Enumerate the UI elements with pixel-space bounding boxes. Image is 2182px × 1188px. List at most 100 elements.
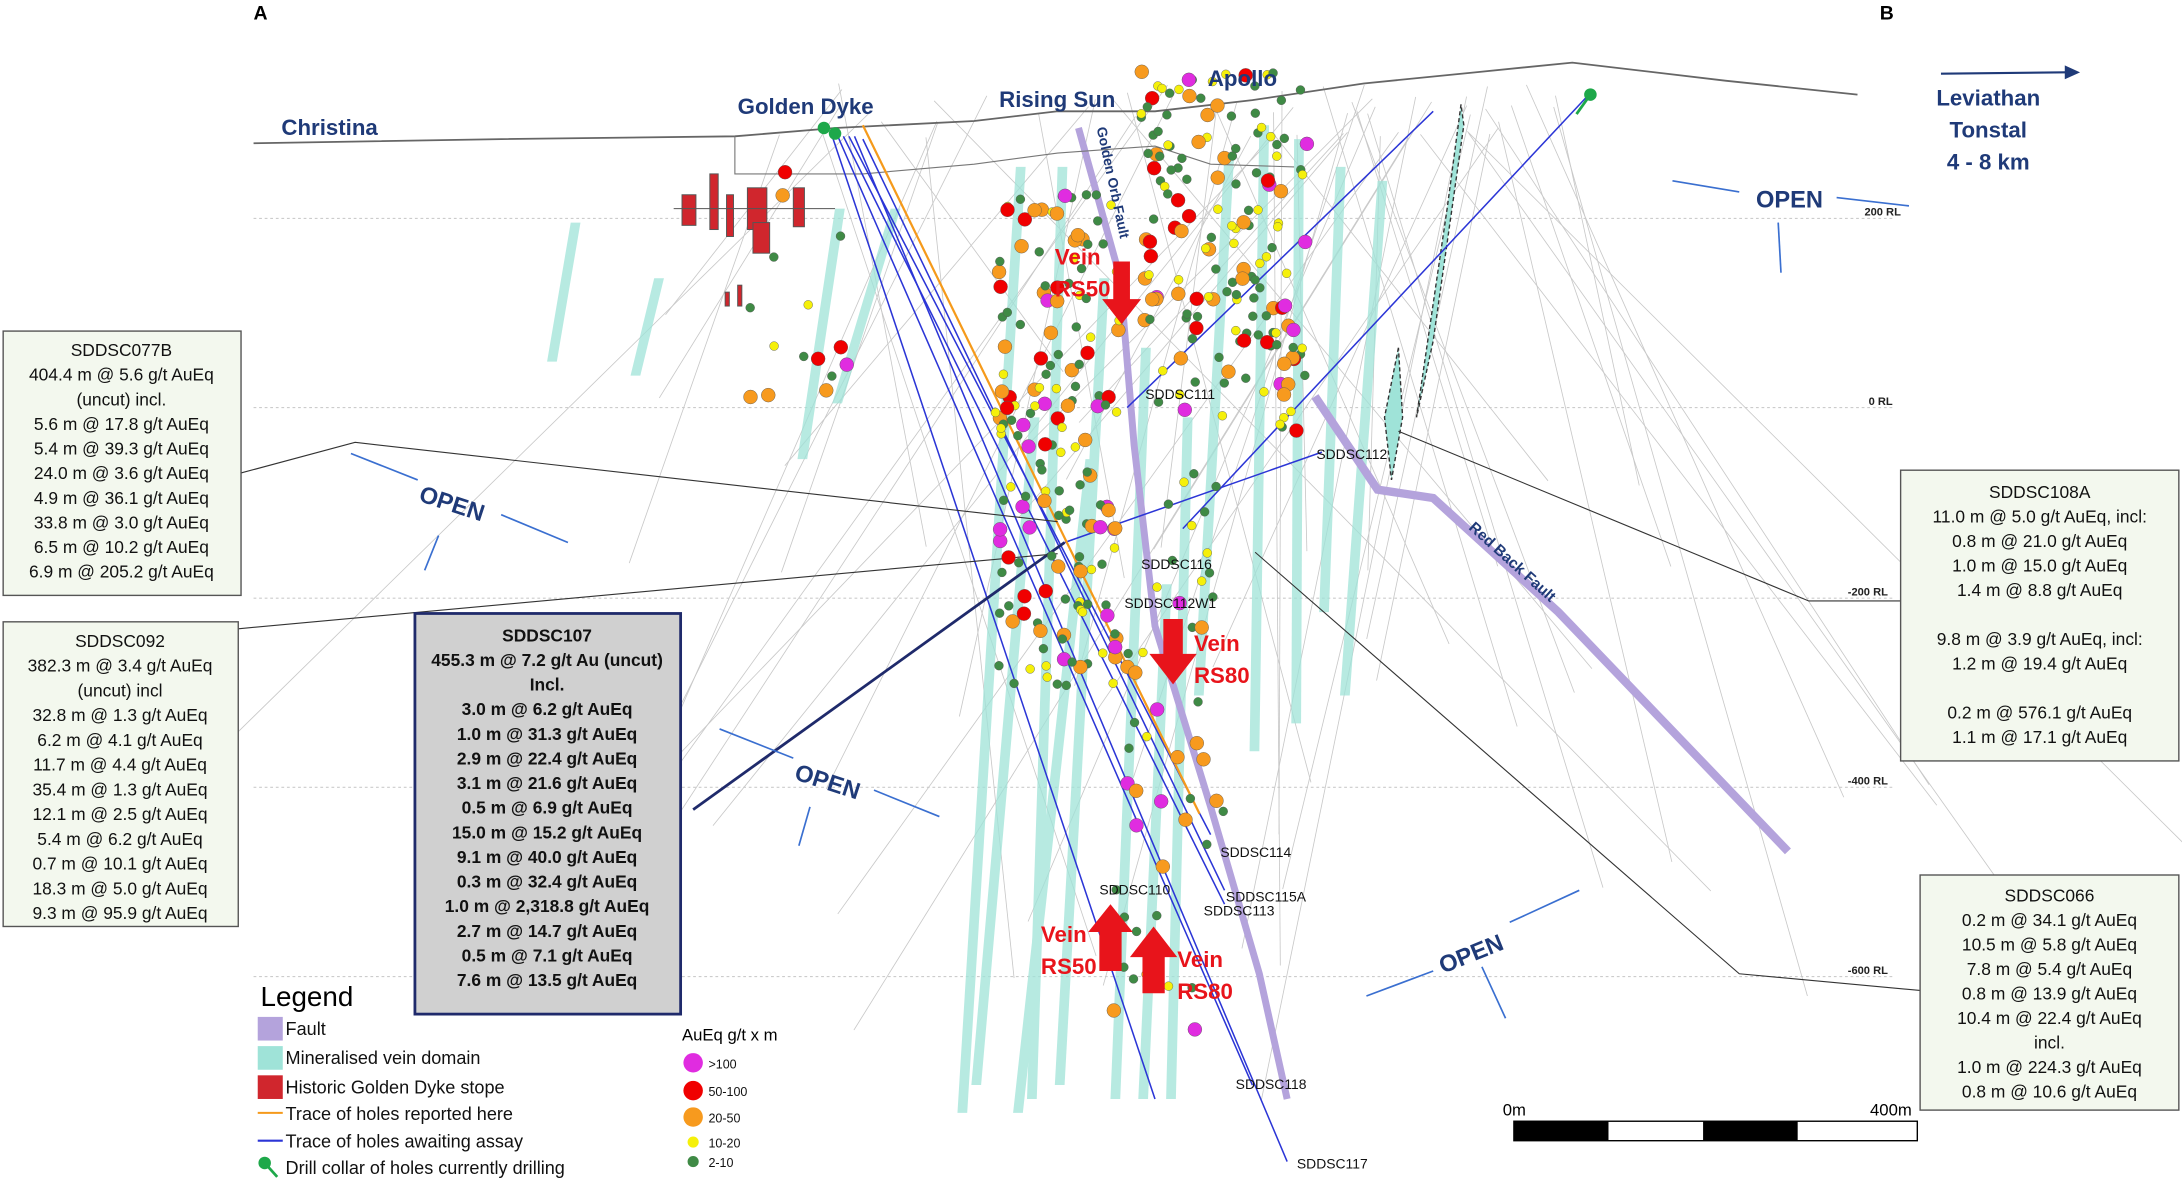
assay-dot — [1289, 423, 1304, 438]
assay-dot — [1086, 564, 1097, 575]
scale-bar: 0m 400m — [1503, 1101, 1919, 1142]
assay-dot — [743, 389, 758, 405]
rl-label-200: 200 RL — [1864, 207, 1901, 219]
intercept-line: 6.9 m @ 205.2 g/t AuEq — [29, 562, 214, 582]
intercept-line: Incl. — [530, 675, 565, 695]
assay-dot — [1276, 95, 1287, 105]
assay-dot — [1070, 381, 1081, 392]
assay-dot — [1106, 1003, 1122, 1018]
assay-dot — [1053, 349, 1063, 360]
assay-dot — [1057, 422, 1067, 432]
assay-dot — [1170, 193, 1186, 208]
assay-dot — [1015, 319, 1025, 330]
intercept-line: 32.8 m @ 1.3 g/t AuEq — [32, 705, 207, 725]
assay-dot — [1134, 64, 1149, 79]
assay-dot — [1192, 311, 1203, 322]
assay-dot — [1300, 370, 1310, 381]
assay-dot — [1202, 548, 1212, 558]
vein-domain — [971, 417, 1040, 1086]
assay-dot — [999, 400, 1015, 416]
assay-dot — [803, 300, 813, 310]
assay-dot — [1218, 806, 1228, 817]
assay-dot — [1241, 373, 1251, 383]
assay-dot — [1182, 174, 1192, 184]
assay-dot — [1178, 812, 1193, 827]
assay-dot — [1131, 926, 1142, 937]
assay-dot — [1166, 165, 1176, 175]
assay-dot — [1074, 359, 1084, 370]
assay-dot — [1071, 322, 1081, 332]
assay-dot — [1211, 481, 1221, 492]
assay-dot — [1273, 184, 1289, 199]
assay-dot — [1129, 783, 1144, 798]
assay-dot — [1143, 248, 1159, 264]
assay-dot — [1054, 486, 1064, 496]
assay-dot — [1037, 493, 1052, 508]
assay-dot — [1070, 228, 1086, 243]
grade-class-label: >100 — [708, 1057, 736, 1071]
assay-dot — [1100, 400, 1111, 410]
assay-dot — [1185, 793, 1196, 804]
assay-dot — [1061, 680, 1071, 691]
intercept-line: incl. — [2034, 1032, 2065, 1052]
intercept-line: 2.9 m @ 22.4 g/t AuEq — [457, 748, 637, 768]
drill-collar-icon — [258, 1156, 279, 1178]
assay-dot — [1128, 974, 1139, 984]
assay-dot — [1163, 140, 1173, 150]
assay-dot — [1213, 204, 1223, 214]
assay-dot — [1069, 253, 1079, 264]
assay-dot — [1064, 505, 1075, 515]
assay-dot — [1073, 659, 1088, 675]
assay-dot — [1277, 356, 1292, 371]
assay-dot — [1014, 558, 1024, 568]
assay-dot — [996, 423, 1006, 433]
assay-dot — [1187, 1022, 1203, 1037]
intercept-line: 3.1 m @ 21.6 g/t AuEq — [457, 773, 637, 793]
assay-dot — [1163, 499, 1174, 509]
assay-dot — [1016, 606, 1032, 621]
assay-dot — [1229, 238, 1239, 249]
intercept-line: 9.1 m @ 40.0 g/t AuEq — [457, 847, 637, 867]
grade-class-label: 50-100 — [708, 1085, 747, 1099]
assay-dot — [1030, 401, 1040, 411]
assay-dot — [1177, 402, 1192, 417]
assay-dot — [745, 303, 755, 313]
assay-dot — [1187, 334, 1198, 344]
vein-domain — [630, 278, 664, 376]
assay-dot — [1136, 109, 1146, 119]
assay-dot — [1250, 81, 1260, 91]
assay-dot — [1243, 205, 1254, 216]
section-label-b: B — [1880, 2, 1894, 24]
assay-dot — [1286, 406, 1296, 417]
intercept-line: 1.4 m @ 8.8 g/t AuEq — [1957, 580, 2122, 600]
assay-dot — [1272, 139, 1282, 150]
legend-item-stope: Historic Golden Dyke stope — [286, 1077, 505, 1097]
assay-dot — [1199, 507, 1210, 517]
assay-dot — [1217, 411, 1228, 421]
legend-title: Legend — [261, 981, 354, 1012]
intercept-line: 404.4 m @ 5.6 g/t AuEq — [29, 365, 214, 385]
tonstal-label: Tonstal — [1950, 118, 2027, 143]
assay-dot — [1040, 281, 1050, 291]
assay-dot — [1051, 383, 1062, 394]
hole-label-sddsc118: SDDSC118 — [1236, 1076, 1307, 1092]
assay-dot — [1187, 520, 1197, 531]
assay-dot — [1152, 910, 1162, 921]
assay-dot — [1006, 415, 1017, 425]
vein-domain — [1319, 166, 1346, 613]
assay-intercept-dots — [743, 64, 1315, 1037]
hole-label-sddsc110: SDDSC110 — [1099, 881, 1170, 897]
assay-dot — [1082, 467, 1092, 477]
assay-dot — [1174, 84, 1184, 95]
intercept-line: (uncut) incl — [78, 680, 163, 700]
assay-dot — [1045, 360, 1056, 371]
assay-dot — [1078, 432, 1093, 448]
assay-dot — [1211, 264, 1221, 274]
assay-dot — [1097, 559, 1107, 569]
assay-dot — [1034, 383, 1045, 393]
vein-swatch — [257, 1046, 283, 1070]
assay-dot — [1144, 91, 1160, 106]
assay-dot — [1219, 378, 1229, 388]
assay-dot — [1085, 332, 1096, 342]
